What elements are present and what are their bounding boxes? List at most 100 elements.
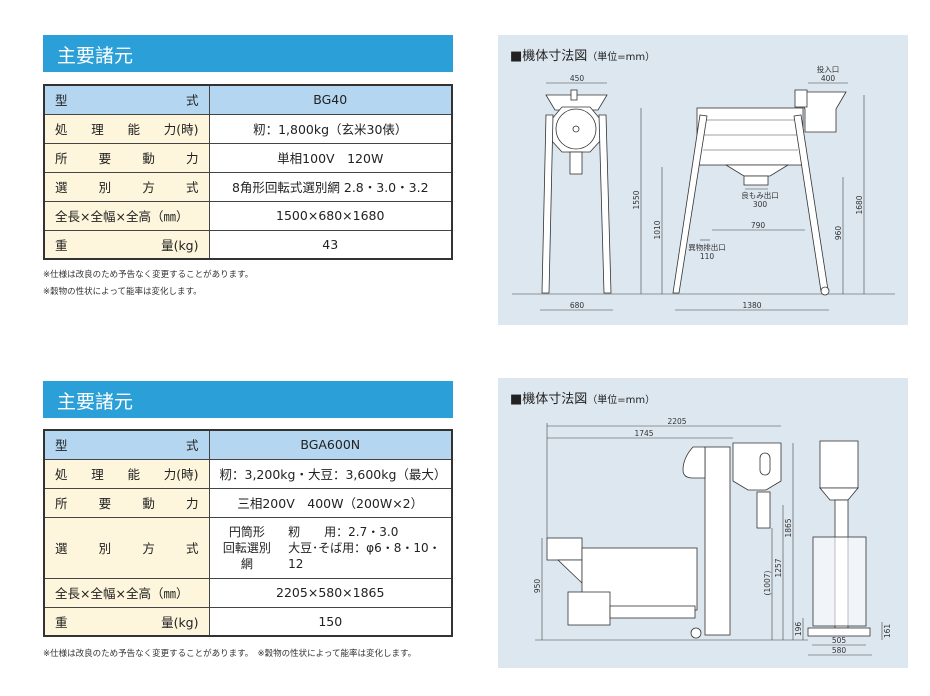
label: 要: [98, 151, 112, 166]
table-row: 重量(kg)43: [43, 229, 453, 260]
label: 力(時): [163, 122, 199, 137]
method-type: 円筒形: [228, 524, 265, 539]
method-type: 回転選別網: [222, 540, 271, 571]
dim-196: 196: [794, 622, 803, 637]
table-row: 全長×全幅×全高（㎜）1500×680×1680: [43, 200, 453, 231]
capacity-value: 籾：1,800kg（玄米30俵）: [208, 113, 453, 144]
power-value: 三相200V 400W（200W×2）: [208, 487, 453, 518]
note: ※仕様は改良のため予告なく変更することがあります。: [43, 270, 254, 280]
inlet-hopper: [794, 91, 847, 133]
label: 重: [55, 614, 68, 630]
wheel: [820, 286, 830, 296]
label: 式: [185, 438, 199, 454]
mesh-soy: 大豆･そば用：φ6・8・10・12: [288, 540, 441, 571]
label: 方: [142, 180, 155, 195]
label: 力: [185, 496, 199, 511]
label: 理: [91, 467, 104, 482]
label: 能: [127, 122, 140, 137]
capacity-value: 籾：3,200kg・大豆：3,600kg（最大）: [208, 458, 453, 489]
table-row: 処 理 能 力(時) 籾：1,800kg（玄米30俵）: [43, 113, 453, 144]
table-row: 所 要 動 力三相200V 400W（200W×2）: [43, 487, 453, 518]
mesh-rice: 籾 用：2.7・3.0: [288, 524, 399, 539]
label: 式: [185, 180, 199, 195]
dim-400: 400: [821, 74, 836, 83]
section-title: 主要諸元: [43, 35, 453, 72]
dim-1865: 1865: [784, 518, 793, 537]
table-row: 処理能力(時)籾：3,200kg・大豆：3,600kg（最大）: [43, 458, 453, 489]
dim-960: 960: [834, 226, 843, 241]
machine-drawing: 450 680 1380 790 良もみ出口 300 異物排出口 110 投入口…: [512, 64, 895, 311]
label: 別: [98, 180, 112, 195]
dimension-diagram-bg40: ■機体寸法図（単位=mm） 450 680 1380 790 良もみ出口 300…: [498, 35, 908, 325]
label: 要: [98, 496, 112, 511]
power-value: 単相100V 120W: [208, 142, 453, 173]
tank: [732, 442, 782, 491]
wheel: [690, 627, 702, 639]
label: 動: [142, 496, 155, 511]
body-front: [812, 536, 867, 627]
label: 処: [55, 467, 68, 482]
dim-680: 680: [570, 301, 585, 310]
dimensions-value: 1500×680×1680: [208, 200, 453, 231]
label: 全長×全幅×全高（㎜）: [43, 200, 210, 231]
label: 型: [55, 438, 68, 454]
dim-300: 300: [753, 200, 768, 209]
label: 処: [55, 122, 68, 137]
label: 量(kg): [161, 614, 199, 630]
dim-161: 161: [883, 624, 892, 639]
foreign-outlet-label: 異物排出口: [688, 242, 726, 252]
dim-1007: (1007): [763, 570, 772, 595]
label: 全長×全幅×全高（㎜）: [43, 577, 210, 608]
tank-front: [819, 440, 859, 489]
leg: [793, 114, 829, 292]
note: ※仕様は改良のため予告なく変更することがあります。 ※穀物の性状によって能率は変…: [43, 649, 417, 659]
elevator-head: [682, 446, 706, 479]
dim-790: 790: [751, 221, 766, 230]
dim-1745: 1745: [634, 429, 653, 438]
label: 理: [91, 122, 104, 137]
dim-950: 950: [533, 579, 542, 594]
leg: [541, 114, 554, 294]
label: 方: [142, 541, 155, 556]
label: 選: [55, 180, 68, 195]
dim-1380: 1380: [742, 301, 761, 310]
table-row: 全長×全幅×全高（㎜）2205×580×1865: [43, 577, 453, 608]
label: 型: [55, 93, 68, 109]
inlet-label: 投入口: [817, 64, 840, 74]
elevator: [704, 446, 731, 636]
label: 式: [185, 541, 199, 556]
base: [807, 627, 871, 637]
dim-1257: 1257: [774, 558, 783, 577]
dimensions-value: 2205×580×1865: [208, 577, 453, 608]
leg: [672, 114, 708, 294]
dim-1010: 1010: [653, 220, 662, 239]
label: 所: [55, 151, 68, 166]
dim-1680: 1680: [855, 195, 864, 214]
diagram-title: ■機体寸法図（単位=mm）: [510, 49, 656, 64]
dim-450: 450: [570, 74, 585, 83]
label: 所: [55, 496, 68, 511]
section-title: 主要諸元: [43, 381, 453, 418]
dim-1550: 1550: [632, 190, 641, 209]
machine-drawing: 2205 1745 505 580 950 (1007) 1257 1865 1…: [533, 417, 892, 656]
label: 能: [127, 467, 140, 482]
good-outlet-label: 良もみ出口: [741, 190, 779, 200]
hopper: [545, 94, 608, 111]
dim-505: 505: [832, 636, 847, 645]
inlet-bin: [546, 537, 583, 561]
label: 選: [55, 541, 68, 556]
note: ※穀物の性状によって能率は変化します。: [43, 287, 202, 297]
label: 動: [142, 151, 155, 166]
table-row: 所要動力単相100V 120W: [43, 142, 453, 173]
label: 重: [55, 237, 68, 253]
dimension-diagram-bga600n: ■機体寸法図（単位=mm） 2205 1745 505 580 950 (100…: [498, 378, 908, 668]
table-row: 重量(kg)150: [43, 606, 453, 637]
dim-580: 580: [832, 646, 847, 655]
weight-value: 43: [208, 229, 453, 260]
diagram-title: ■機体寸法図（単位=mm）: [510, 392, 656, 407]
